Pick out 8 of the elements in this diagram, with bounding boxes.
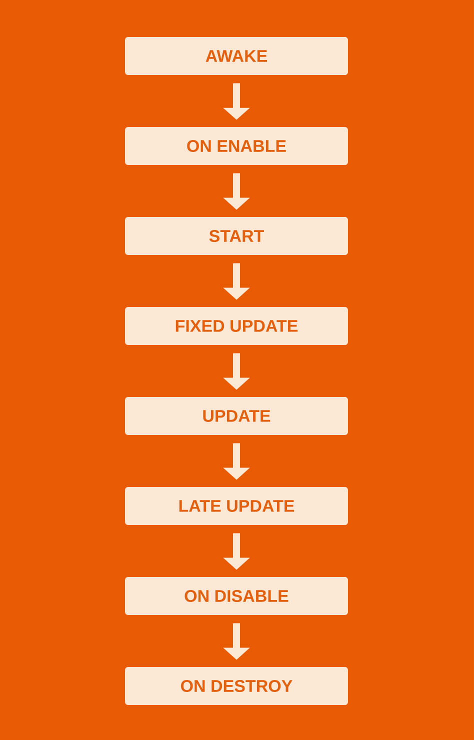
process-box: LATE UPDATE (125, 487, 348, 525)
process-box: ON ENABLE (125, 127, 348, 165)
process-box: START (125, 217, 348, 255)
process-box: UPDATE (125, 397, 348, 435)
process-box: ON DISABLE (125, 577, 348, 615)
process-box: AWAKE (125, 37, 348, 76)
process-box: ON DESTROY (125, 667, 348, 705)
process-box: FIXED UPDATE (125, 307, 348, 345)
